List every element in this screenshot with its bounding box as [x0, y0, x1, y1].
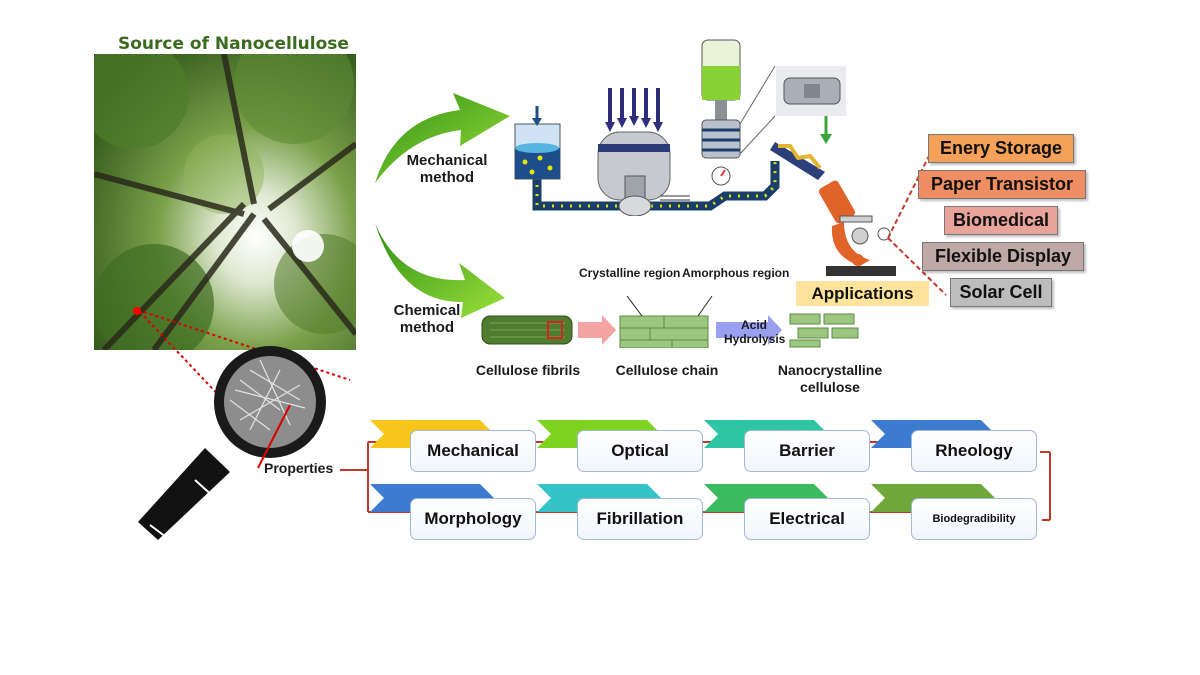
- acid-hydrolysis-label: Acid Hydrolysis: [724, 318, 786, 346]
- cellulose-chain-label: Cellulose chain: [615, 362, 719, 378]
- applications-label: Applications: [796, 281, 929, 306]
- method-arrows: [375, 93, 510, 318]
- chemical-method-line2: method: [399, 319, 455, 336]
- property-mechanical: Mechanical: [410, 430, 536, 472]
- property-fibrillation: Fibrillation: [577, 498, 703, 540]
- cellulose-fibrils-label: Cellulose fibrils: [475, 362, 581, 378]
- amorphous-region-label: Amorphous region: [682, 266, 790, 280]
- app-solar-cell: Solar Cell: [950, 278, 1052, 307]
- property-optical: Optical: [577, 430, 703, 472]
- ncc-label-line2: cellulose: [800, 379, 860, 395]
- homogenizer-apparatus: [514, 39, 846, 216]
- mechanical-method-label: Mechanical method: [392, 152, 502, 186]
- property-biodegradibility: Biodegradibility: [911, 498, 1037, 540]
- acid-label-line2: Hydrolysis: [724, 332, 786, 346]
- properties-label: Properties: [264, 460, 334, 476]
- mechanical-method-line2: method: [419, 169, 475, 186]
- fibril-to-chain-arrow: [578, 315, 616, 345]
- acid-hydrolysis-arrow: [716, 315, 782, 345]
- chemical-method-label: Chemical method: [372, 302, 482, 336]
- forest-canopy-image: [94, 54, 356, 350]
- crystalline-region-label: Crystalline region: [579, 266, 681, 280]
- property-barrier: Barrier: [744, 430, 870, 472]
- source-title: Source of Nanocellulose: [118, 34, 349, 54]
- mechanical-arrow: [375, 93, 510, 183]
- property-morphology: Morphology: [410, 498, 536, 540]
- chemical-method-line1: Chemical: [393, 302, 461, 319]
- microscope-icon: [818, 180, 896, 276]
- nanocrystalline-cellulose-label: Nanocrystalline cellulose: [770, 362, 890, 396]
- chemical-arrow: [375, 223, 505, 318]
- acid-label-line1: Acid: [740, 318, 767, 332]
- property-electrical: Electrical: [744, 498, 870, 540]
- application-connector: [887, 150, 947, 296]
- property-rheology: Rheology: [911, 430, 1037, 472]
- magnifying-glass-icon: [138, 311, 351, 541]
- app-flexible-display: Flexible Display: [922, 242, 1084, 271]
- app-energy-storage: Enery Storage: [928, 134, 1074, 163]
- chemical-process-graphic: [481, 295, 859, 348]
- app-biomedical: Biomedical: [944, 206, 1058, 235]
- ncc-label-line1: Nanocrystalline: [777, 362, 883, 378]
- app-paper-transistor: Paper Transistor: [918, 170, 1086, 199]
- fiber-bundle: [770, 142, 825, 180]
- mechanical-method-line1: Mechanical: [406, 152, 488, 169]
